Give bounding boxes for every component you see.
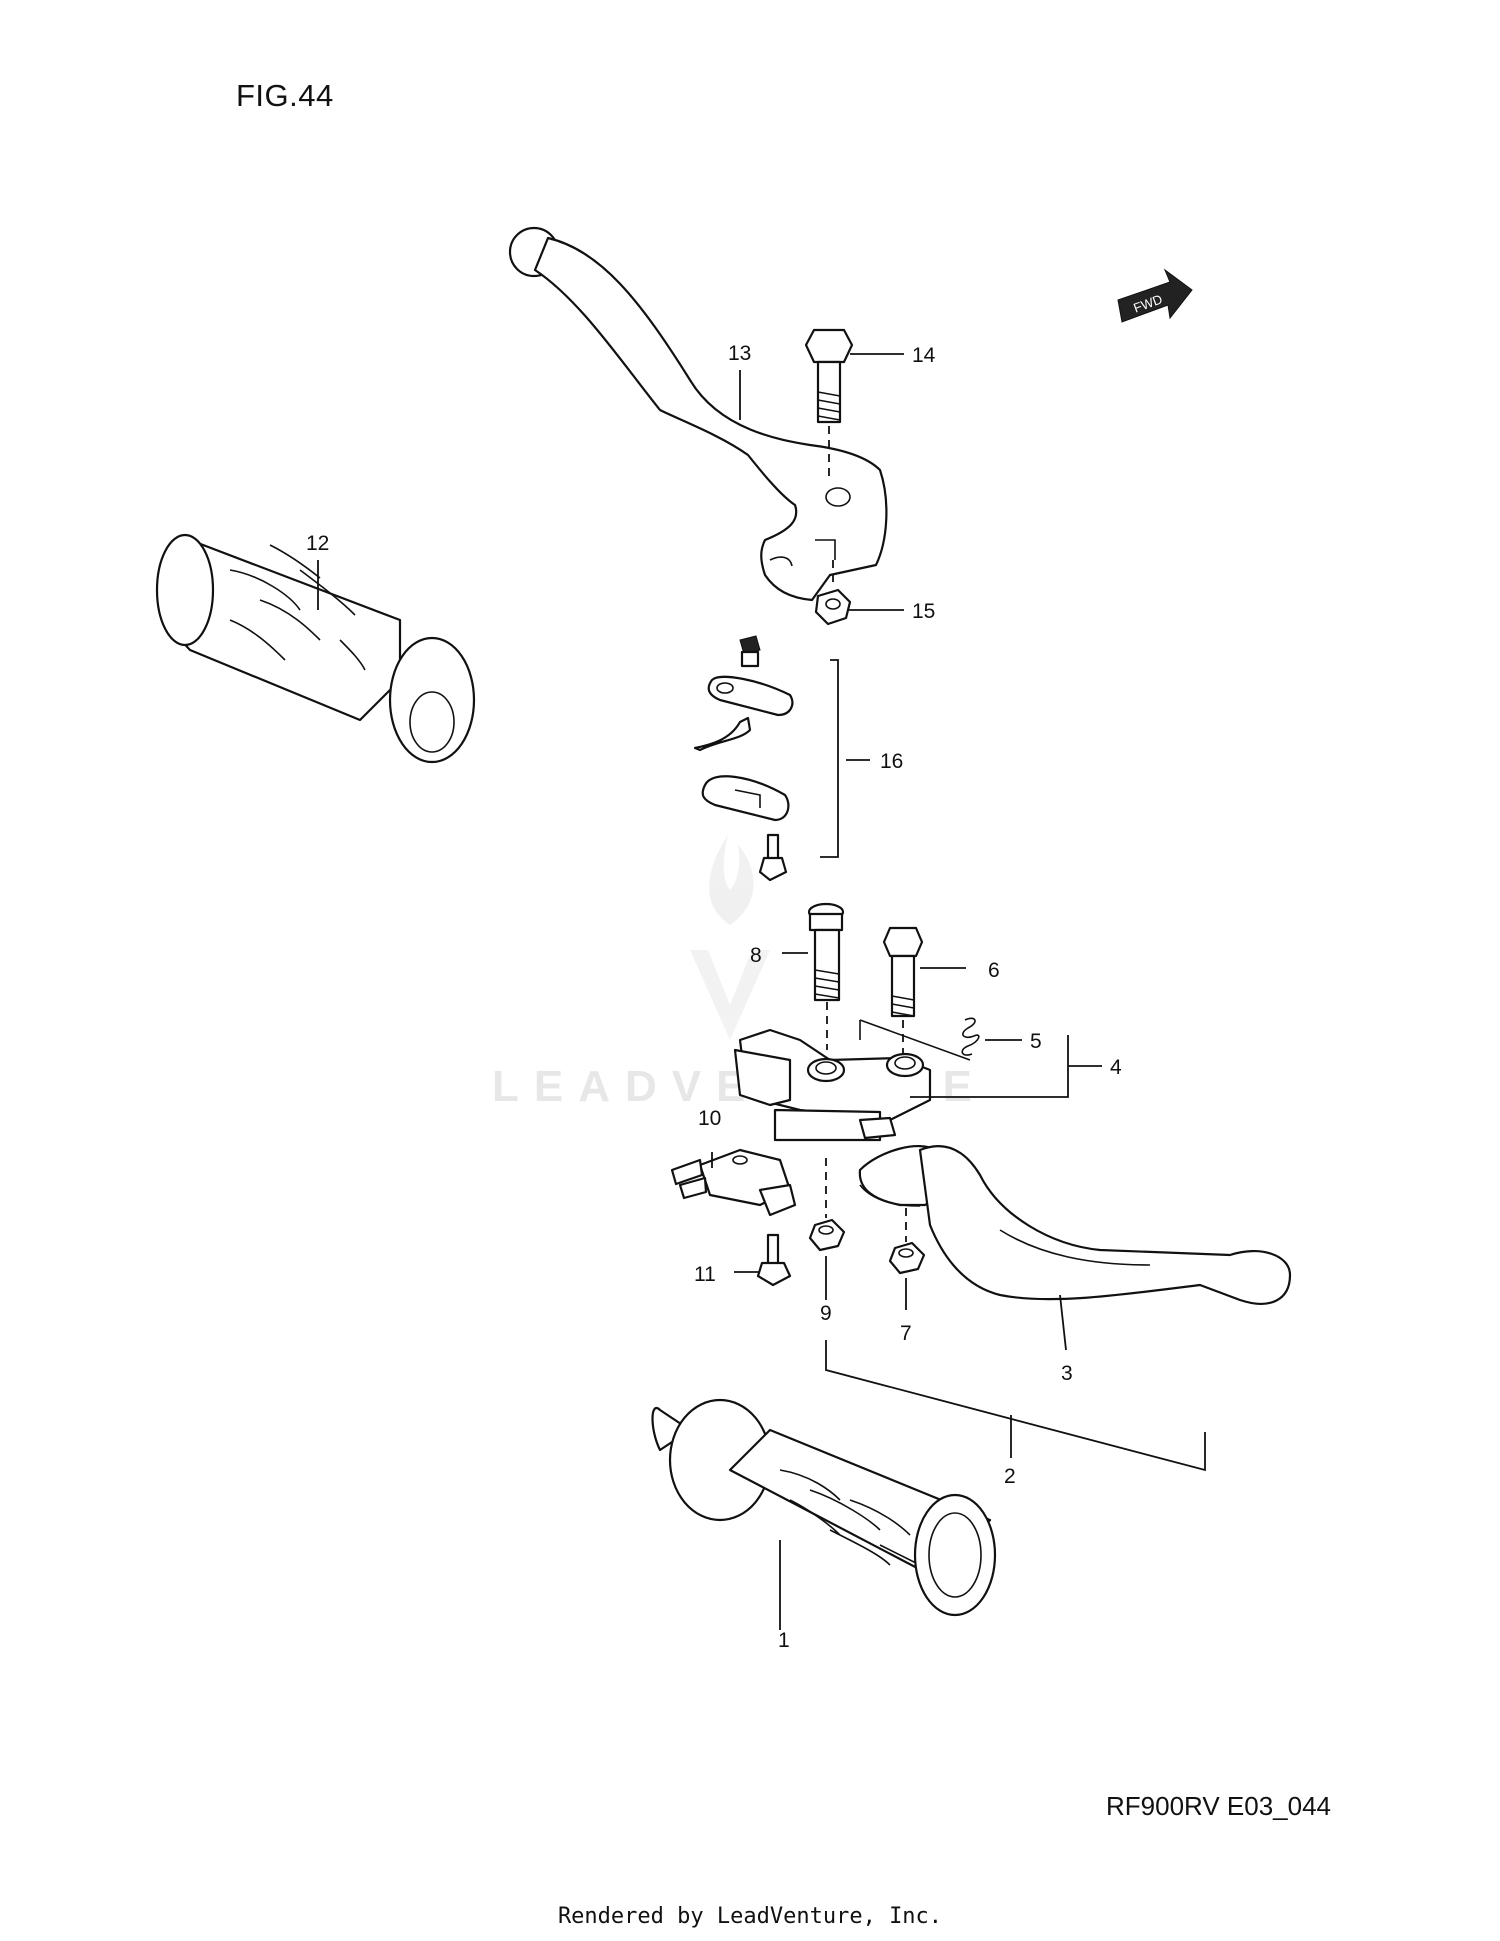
part-15-nut[interactable] [814,560,852,626]
leader-lines [317,353,1206,1630]
callout-14: 14 [912,344,936,367]
callout-2: 2 [1004,1465,1016,1488]
part-9-nut[interactable] [808,1158,846,1300]
callout-7: 7 [900,1322,912,1345]
part-1-grip[interactable] [651,1398,997,1617]
callout-12: 12 [306,532,329,555]
part-14-bolt[interactable] [804,328,854,480]
part-16-switch-assembly[interactable] [693,635,839,882]
part-11-screw[interactable] [756,1233,792,1287]
callout-10: 10 [698,1107,721,1130]
callout-5: 5 [1030,1030,1042,1053]
part-10-switch[interactable] [670,1148,797,1217]
part-3-lever[interactable] [858,1145,1292,1305]
callout-6: 6 [988,959,1000,982]
callout-8: 8 [750,944,762,967]
callout-16: 16 [880,750,903,773]
callout-15: 15 [912,600,935,623]
figure-title: FIG.44 [236,78,334,113]
part-8-bolt[interactable] [807,902,845,1050]
part-5-spring[interactable] [961,1017,980,1056]
callout-4: 4 [1110,1056,1122,1079]
callout-13: 13 [728,342,751,365]
lever-perch-body[interactable] [733,1019,971,1142]
callout-9: 9 [820,1302,832,1325]
part-6-bolt[interactable] [882,926,924,1062]
callout-1: 1 [778,1629,790,1652]
footer-credit: Rendered by LeadVenture, Inc. [557,1904,943,1929]
callout-labels: 1 2 3 4 5 6 7 8 9 10 11 12 13 14 15 16 [306,342,1122,1652]
fwd-arrow-icon: FWD [1117,268,1193,323]
part-12-grip[interactable] [155,533,476,764]
model-code: RF900RV E03_044 [1106,1791,1332,1821]
part-7-nut[interactable] [888,1180,926,1310]
callout-11: 11 [694,1263,716,1286]
callout-3: 3 [1061,1362,1073,1385]
part-13-lever[interactable] [508,226,888,602]
watermark-logo [690,835,770,1040]
